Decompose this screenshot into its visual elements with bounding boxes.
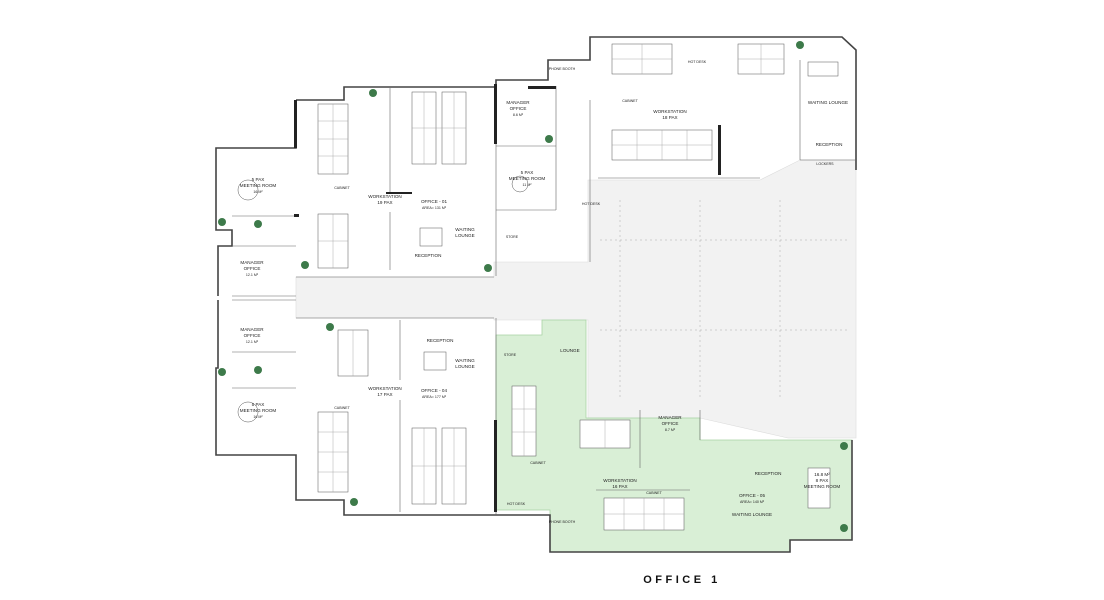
- common-corridor: [295, 159, 857, 439]
- partition-bars: [294, 84, 721, 512]
- internal-walls: [232, 60, 856, 515]
- reception-labels: RECEPTION RECEPTION RECEPTION RECEPTION: [415, 142, 843, 476]
- meeting-room-top-area: 16 M²: [253, 190, 263, 194]
- meeting-room-bottom-label: 5 PAX MEETING ROOM 16 M²: [240, 402, 277, 419]
- meeting-room-center-pax: 5 PAX: [521, 170, 534, 175]
- lounge-label-bottom: LOUNGE: [455, 364, 474, 369]
- meeting-room-bottom-name: MEETING ROOM: [240, 408, 277, 413]
- workstation-16-pax: 16 PAX: [612, 484, 627, 489]
- hot-desk-label-center: HOT DESK: [582, 202, 601, 206]
- manager-office-center-area: 8.6 M²: [513, 113, 524, 117]
- office-04-label: OFFICE - 04 AREA= 177 M²: [421, 388, 447, 399]
- workstation-16-label: WORKSTATION 16 PAX: [603, 478, 637, 489]
- plan-title: OFFICE 1: [643, 574, 721, 586]
- cabinet-label-1: CABINET: [334, 186, 350, 190]
- manager-office-top-sub: OFFICE: [244, 266, 261, 271]
- meeting-room-right-name: MEETING ROOM: [804, 484, 841, 489]
- store-label-top: STORE: [506, 235, 519, 239]
- meeting-room-bottom-pax: 5 PAX: [252, 402, 265, 407]
- waiting-label-top: WAITING: [455, 227, 475, 232]
- workstation-19-label: WORKSTATION 19 PAX: [368, 194, 402, 205]
- reception-label-right: RECEPTION: [816, 142, 843, 147]
- manager-office-bottom-area: 12.1 M²: [246, 340, 259, 344]
- office-01-name: OFFICE - 01: [421, 199, 447, 204]
- office-05-area: AREA= 140 M²: [740, 500, 765, 504]
- outer-walls: [215, 36, 857, 553]
- cabinet-label-5: CABINET: [646, 491, 662, 495]
- meeting-room-right-area: 16.8 M²: [814, 472, 830, 477]
- workstation-18-pax: 18 PAX: [662, 115, 677, 120]
- office-01-label: OFFICE - 01 AREA= 131 M²: [421, 199, 447, 210]
- manager-office-top-area: 12.1 M²: [246, 273, 259, 277]
- reception-label-green: RECEPTION: [755, 471, 782, 476]
- lounge-label-top: LOUNGE: [455, 233, 474, 238]
- cabinet-label-4: CABINET: [530, 461, 546, 465]
- office-04-area: AREA= 177 M²: [422, 395, 447, 399]
- office-05-label: OFFICE - 05 AREA= 140 M²: [739, 493, 765, 504]
- meeting-room-center-area: 11 M²: [523, 183, 533, 187]
- meeting-room-center-label: 5 PAX MEETING ROOM 11 M²: [509, 170, 546, 187]
- meeting-room-top-pax: 5 PAX: [252, 177, 265, 182]
- phone-booth-label-green: PHONE BOOTH: [549, 520, 576, 524]
- store-label-green: STORE: [504, 353, 517, 357]
- meeting-room-top-label: 5 PAX MEETING ROOM 16 M²: [240, 177, 277, 194]
- manager-office-bottom-name: MANAGER: [240, 327, 264, 332]
- manager-office-green-sub: OFFICE: [662, 421, 679, 426]
- plants: [218, 41, 848, 532]
- workstation-18-name: WORKSTATION: [653, 109, 687, 114]
- workstation-19-pax: 19 PAX: [377, 200, 392, 205]
- workstation-17-name: WORKSTATION: [368, 386, 402, 391]
- office-04-name: OFFICE - 04: [421, 388, 447, 393]
- lockers-label-right: LOCKERS: [816, 162, 834, 166]
- cabinet-label-3: CABINET: [622, 99, 638, 103]
- manager-office-green-area: 8.7 M²: [665, 428, 676, 432]
- waiting-lounge-label-green: WAITING LOUNGE: [732, 512, 772, 517]
- waiting-label-bottom: WAITING: [455, 358, 475, 363]
- workstation-17-pax: 17 PAX: [377, 392, 392, 397]
- meeting-room-right-pax: 8 PAX: [816, 478, 829, 483]
- manager-office-bottom-sub: OFFICE: [244, 333, 261, 338]
- office-01-area: AREA= 131 M²: [422, 206, 447, 210]
- cabinet-label-2: CABINET: [334, 406, 350, 410]
- meeting-room-top-name: MEETING ROOM: [240, 183, 277, 188]
- meeting-room-right-label: 16.8 M² 8 PAX MEETING ROOM: [804, 472, 841, 489]
- hot-desk-label: HOT DESK: [507, 502, 526, 506]
- reception-label-top: RECEPTION: [415, 253, 442, 258]
- manager-office-center-sub: OFFICE: [510, 106, 527, 111]
- reception-label-bottom: RECEPTION: [427, 338, 454, 343]
- manager-office-green-label: MANAGER OFFICE 8.7 M²: [658, 415, 682, 432]
- desk-clusters: [237, 43, 839, 531]
- phone-booth-label-top: PHONE BOOTH: [549, 67, 576, 71]
- manager-office-bottom-label: MANAGER OFFICE 12.1 M²: [240, 327, 264, 344]
- meeting-room-center-name: MEETING ROOM: [509, 176, 546, 181]
- workstation-16-name: WORKSTATION: [603, 478, 637, 483]
- corridor-grid: [600, 200, 850, 400]
- manager-office-top-label: MANAGER OFFICE 12.1 M²: [240, 260, 264, 277]
- misc-labels: STORE STORE CABINET CABINET CABINET CABI…: [334, 60, 834, 524]
- waiting-lounge-label-right: WAITING LOUNGE: [808, 100, 848, 105]
- workstation-19-name: WORKSTATION: [368, 194, 402, 199]
- workstation-17-label: WORKSTATION 17 PAX: [368, 386, 402, 397]
- office-05-name: OFFICE - 05: [739, 493, 765, 498]
- manager-office-center-label: MANAGER OFFICE 8.6 M²: [506, 100, 530, 117]
- waiting-lounge-labels: WAITING LOUNGE WAITING LOUNGE WAITING LO…: [455, 100, 848, 517]
- meeting-room-bottom-area: 16 M²: [253, 415, 263, 419]
- manager-office-top-name: MANAGER: [240, 260, 264, 265]
- manager-office-green-name: MANAGER: [658, 415, 682, 420]
- workstation-18-label: WORKSTATION 18 PAX: [653, 109, 687, 120]
- manager-office-center-name: MANAGER: [506, 100, 530, 105]
- lounge-label-green: LOUNGE: [560, 348, 579, 353]
- hot-desk-label-top: HOT DESK: [688, 60, 707, 64]
